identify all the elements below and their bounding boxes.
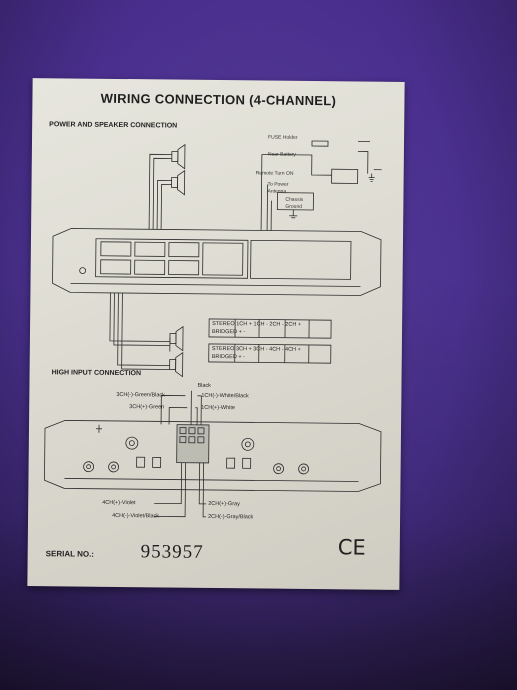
ch2-pos-label: 2CH(+)-Gray bbox=[208, 500, 240, 508]
high-input-label: HIGH INPUT CONNECTION bbox=[51, 369, 142, 378]
near-battery-label: Near Battery bbox=[267, 151, 296, 158]
antenna-label: Antenna bbox=[267, 188, 287, 195]
wiring-card: WIRING CONNECTION (4-CHANNEL) POWER AND … bbox=[27, 78, 405, 590]
bridged-row-2: BRIDGED + - bbox=[211, 353, 245, 361]
wiring-diagram bbox=[44, 140, 382, 518]
ch3-neg-label: 3CH(-)-Green/Black bbox=[116, 391, 165, 399]
stereo-row-1: STEREO 1CH + 1CH - 2CH - 2CH + bbox=[212, 320, 302, 328]
stereo-row-2: STEREO 3CH + 3CH - 4CH - 4CH + bbox=[211, 345, 301, 353]
ce-mark: CE bbox=[337, 535, 366, 560]
serial-value: 953957 bbox=[140, 541, 204, 563]
fuse-holder-label: FUSE Holder bbox=[268, 134, 298, 141]
remote-turn-on-label: Remote Turn ON bbox=[255, 170, 294, 177]
chassis-label: Chassis bbox=[285, 196, 304, 203]
bridged-row-1: BRIDGED + - bbox=[211, 328, 246, 336]
ch1-pos-label: 1CH(+)-White bbox=[201, 404, 236, 412]
ch2-neg-label: 2CH(-)-Gray/Black bbox=[208, 513, 254, 521]
ch1-neg-label: 1CH(-)-White/Black bbox=[201, 392, 249, 400]
ground-label: Ground bbox=[285, 203, 303, 210]
ch3-pos-label: 3CH(+)-Green bbox=[129, 404, 165, 411]
ch4-neg-label: 4CH(-)-Violet/Black bbox=[112, 512, 160, 520]
black-wire-label: Black bbox=[197, 382, 211, 389]
to-power-label: To Power bbox=[267, 181, 289, 188]
ch4-pos-label: 4CH(+)-Violet bbox=[102, 499, 136, 507]
serial-label: SERIAL NO.: bbox=[45, 549, 95, 559]
